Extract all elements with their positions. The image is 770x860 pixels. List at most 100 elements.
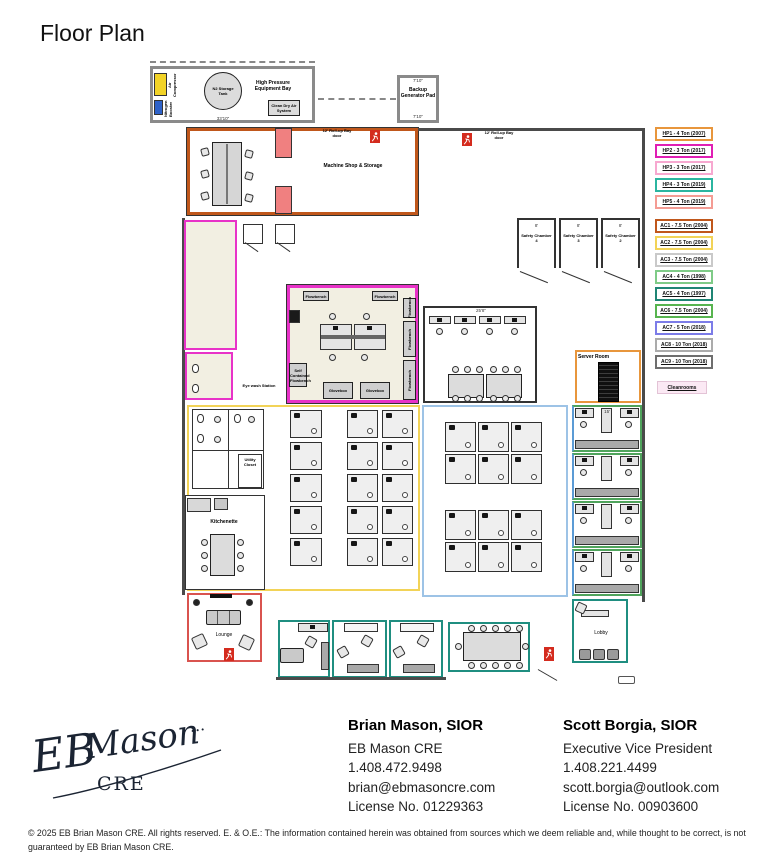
nitrogen-booster-label: Nitrogen Booster [163, 100, 173, 118]
tv [210, 594, 232, 598]
legend-hp-group: HP1 - 4 Ton (2007)HP2 - 3 Ton (2017)HP3 … [655, 127, 715, 209]
zigzag-wall [150, 61, 315, 63]
dim-8: 8' [576, 223, 581, 228]
contact-license: License No. 01229363 [348, 799, 484, 814]
toilet [197, 434, 204, 443]
room-cleanroom-annex [185, 352, 233, 400]
conference-table [463, 632, 521, 661]
safety-chamber-number: 3 [577, 237, 580, 243]
eye-wash-label: Eye wash Station [242, 383, 276, 388]
n2-storage-tank: N2 Storage Tank [204, 72, 242, 110]
desk-station [445, 510, 476, 540]
chair [486, 328, 493, 335]
whiteboard [400, 623, 434, 632]
outer-wall-top [418, 128, 645, 131]
legend-item: AC3 - 7.5 Ton (2004) [655, 253, 713, 267]
safety-chamber-number: 4 [535, 237, 538, 243]
bay-door [275, 186, 292, 214]
desk-station [445, 454, 476, 484]
desk-station [511, 510, 542, 540]
dim-8: 8' [618, 223, 623, 228]
chair [237, 565, 244, 572]
clean-dry-air-box: Clean Dry Air System [268, 100, 300, 116]
dim-25-8: 25'8" [476, 308, 486, 313]
contact-phone: 1.408.472.9498 [348, 760, 442, 775]
cubicle [347, 538, 378, 566]
rollup-door-label: 12' Roll-up Bay door [322, 128, 352, 138]
desk-return [601, 456, 612, 481]
contact-brian: Brian Mason, SIOR EB Mason CRE 1.408.472… [348, 716, 560, 817]
legend-cleanrooms: Cleanrooms [657, 381, 707, 394]
cubicle [290, 442, 322, 470]
contact-email[interactable]: brian@ebmasoncre.com [348, 779, 496, 795]
cubicle [290, 538, 322, 566]
tall-cabinet [321, 642, 329, 670]
logo-underline-stroke [52, 749, 222, 799]
generator-label: Backup Generator Pad [400, 87, 436, 99]
legend-item: HP1 - 4 Ton (2007) [655, 127, 713, 141]
door-swing [537, 669, 558, 681]
fire-exit-icon [224, 648, 234, 661]
chair [237, 552, 244, 559]
air-compressor-label: Air Compressor [167, 73, 177, 97]
chair [329, 313, 336, 320]
cubicle [290, 506, 322, 534]
safety-chamber-text: Safety Chamber [605, 233, 636, 238]
contact-name: Scott Borgia, SIOR [563, 717, 698, 734]
dim-7-10-top: 7'10" [413, 78, 423, 83]
contact-email[interactable]: scott.borgia@outlook.com [563, 779, 720, 795]
fire-exit-icon [544, 647, 554, 661]
air-compressor-unit [154, 73, 167, 96]
legend-item: AC8 - 10 Ton (2018) [655, 338, 713, 352]
glovebox-label: Glovebox [328, 388, 348, 393]
chair [511, 328, 518, 335]
desk [454, 316, 476, 324]
legend-item: HP2 - 3 Ton (2017) [655, 144, 713, 158]
sink [248, 416, 255, 423]
cubicle [347, 442, 378, 470]
n2-tank-label: N2 Storage Tank [212, 86, 234, 96]
chair [516, 625, 523, 632]
chair [361, 354, 368, 361]
cubicle [347, 506, 378, 534]
chair [492, 625, 499, 632]
lobby-chair [579, 649, 591, 660]
contact-role: EB Mason CRE [348, 740, 443, 756]
cubicle [290, 410, 322, 438]
glovebox-label: Glovebox [365, 388, 385, 393]
kitchenette-label: Kitchenette [210, 519, 238, 525]
whiteboard [344, 623, 378, 632]
chair [237, 539, 244, 546]
logo-signature-text: EB [28, 724, 100, 784]
self-contained-flowbench: Self Contained Flowbench [289, 363, 311, 387]
desk [620, 456, 639, 466]
chair [468, 662, 475, 669]
cabinet [575, 440, 639, 449]
couch [280, 648, 304, 663]
door-swing [519, 271, 549, 284]
glovebox: Glovebox [323, 382, 353, 399]
couch [206, 610, 241, 625]
cabinet [575, 584, 639, 593]
chair [490, 366, 497, 373]
flowbench-label: Flowbench [407, 329, 412, 351]
legend-item: AC1 - 7.5 Ton (2004) [655, 219, 713, 233]
cubicle [290, 474, 322, 502]
speaker [246, 599, 253, 606]
table-divider [226, 144, 228, 204]
restroom-divider [228, 409, 229, 489]
sink [214, 436, 221, 443]
chair [504, 662, 511, 669]
desk-return [601, 408, 612, 433]
legend-ac-group: AC1 - 7.5 Ton (2004)AC2 - 7.5 Ton (2004)… [655, 219, 715, 369]
desk [575, 552, 594, 562]
chair [516, 662, 523, 669]
flowbench: Flowbench [403, 297, 416, 318]
cubicle [382, 506, 413, 534]
chair [461, 328, 468, 335]
desk-station [478, 454, 509, 484]
hvac-legend: HP1 - 4 Ton (2007)HP2 - 3 Ton (2017)HP3 … [655, 127, 715, 394]
cubicle [382, 538, 413, 566]
desk-station [511, 422, 542, 452]
